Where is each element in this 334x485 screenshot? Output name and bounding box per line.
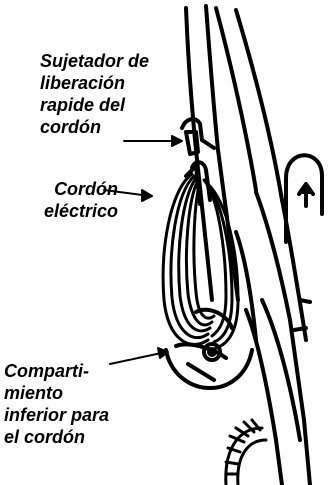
- lower-storage-label-line: el cordón: [4, 426, 109, 448]
- power-cord-label-line: Cordón: [44, 178, 118, 200]
- up-arrow-icon: [286, 155, 322, 242]
- lower-storage-label-line: Comparti-: [4, 360, 109, 382]
- lower-storage-label-line: miento: [4, 382, 109, 404]
- leader-arrow-lower: [110, 348, 168, 364]
- release-clip-label-line: liberación: [40, 72, 149, 94]
- lower-storage-label: Comparti- miento inferior para el cordón: [4, 360, 109, 448]
- lower-storage-label-line: inferior para: [4, 404, 109, 426]
- release-clip-label-line: rapide del: [40, 94, 149, 116]
- power-cord-label-line: eléctrico: [44, 200, 118, 222]
- release-clip-label-line: cordón: [40, 116, 149, 138]
- hose-coil: [226, 420, 266, 485]
- release-clip-label-line: Sujetador de: [40, 50, 149, 72]
- power-cord-label: Cordón eléctrico: [44, 178, 118, 222]
- release-clip-label: Sujetador de liberación rapide del cordó…: [40, 50, 149, 138]
- vacuum-body: [236, 192, 310, 485]
- release-clip: [182, 119, 214, 154]
